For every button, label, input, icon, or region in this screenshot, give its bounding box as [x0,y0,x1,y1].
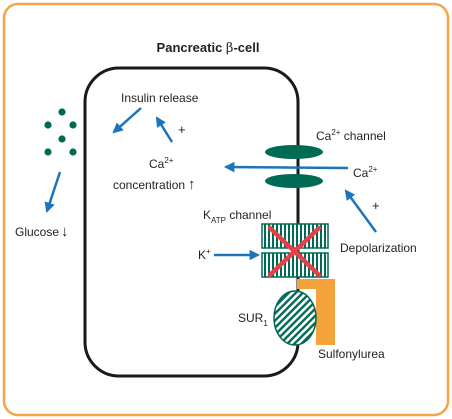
ca-channel-lower [265,174,323,188]
insulin-plus-sign: + [178,122,186,137]
ca-channel-upper [265,145,323,159]
diagram-title: Pancreatic β-cell [157,40,260,56]
glucose-uptake-arrow [44,171,62,213]
insulin-release-arrow [112,107,142,134]
sulfonylurea-bar [316,279,335,345]
sulfonylurea-label: Sulfonylurea [318,347,385,361]
glucose-molecules [44,108,77,156]
glucose-label: Glucose↓ [15,223,69,240]
ca-extracellular-label: Ca2+ [353,165,378,180]
ca-concentration-label: concentration↑ [113,176,196,193]
ca-concentration-ion: Ca2+ [149,156,174,171]
katp-channel-label: KATP channel [203,208,271,225]
pathway-arrows [44,107,378,261]
depolarization-opens-channel-arrow [344,189,378,233]
calcium-influx-arrow [223,161,349,173]
sulfonylurea-connector [297,279,319,289]
calcium-stimulates-insulin-arrow [155,116,174,143]
cell-membrane [83,66,300,378]
sur1-receptor [273,290,317,346]
sur1-label: SUR1 [238,311,268,328]
channel-blocked-cross-icon [267,225,322,278]
depolarization-plus-sign: + [372,198,380,213]
insulin-release-label: Insulin release [121,91,199,105]
ca-channel-label: Ca2+ channel [316,128,386,143]
depolarization-label: Depolarization [340,241,417,255]
potassium-ion-label: K+ [198,247,211,262]
